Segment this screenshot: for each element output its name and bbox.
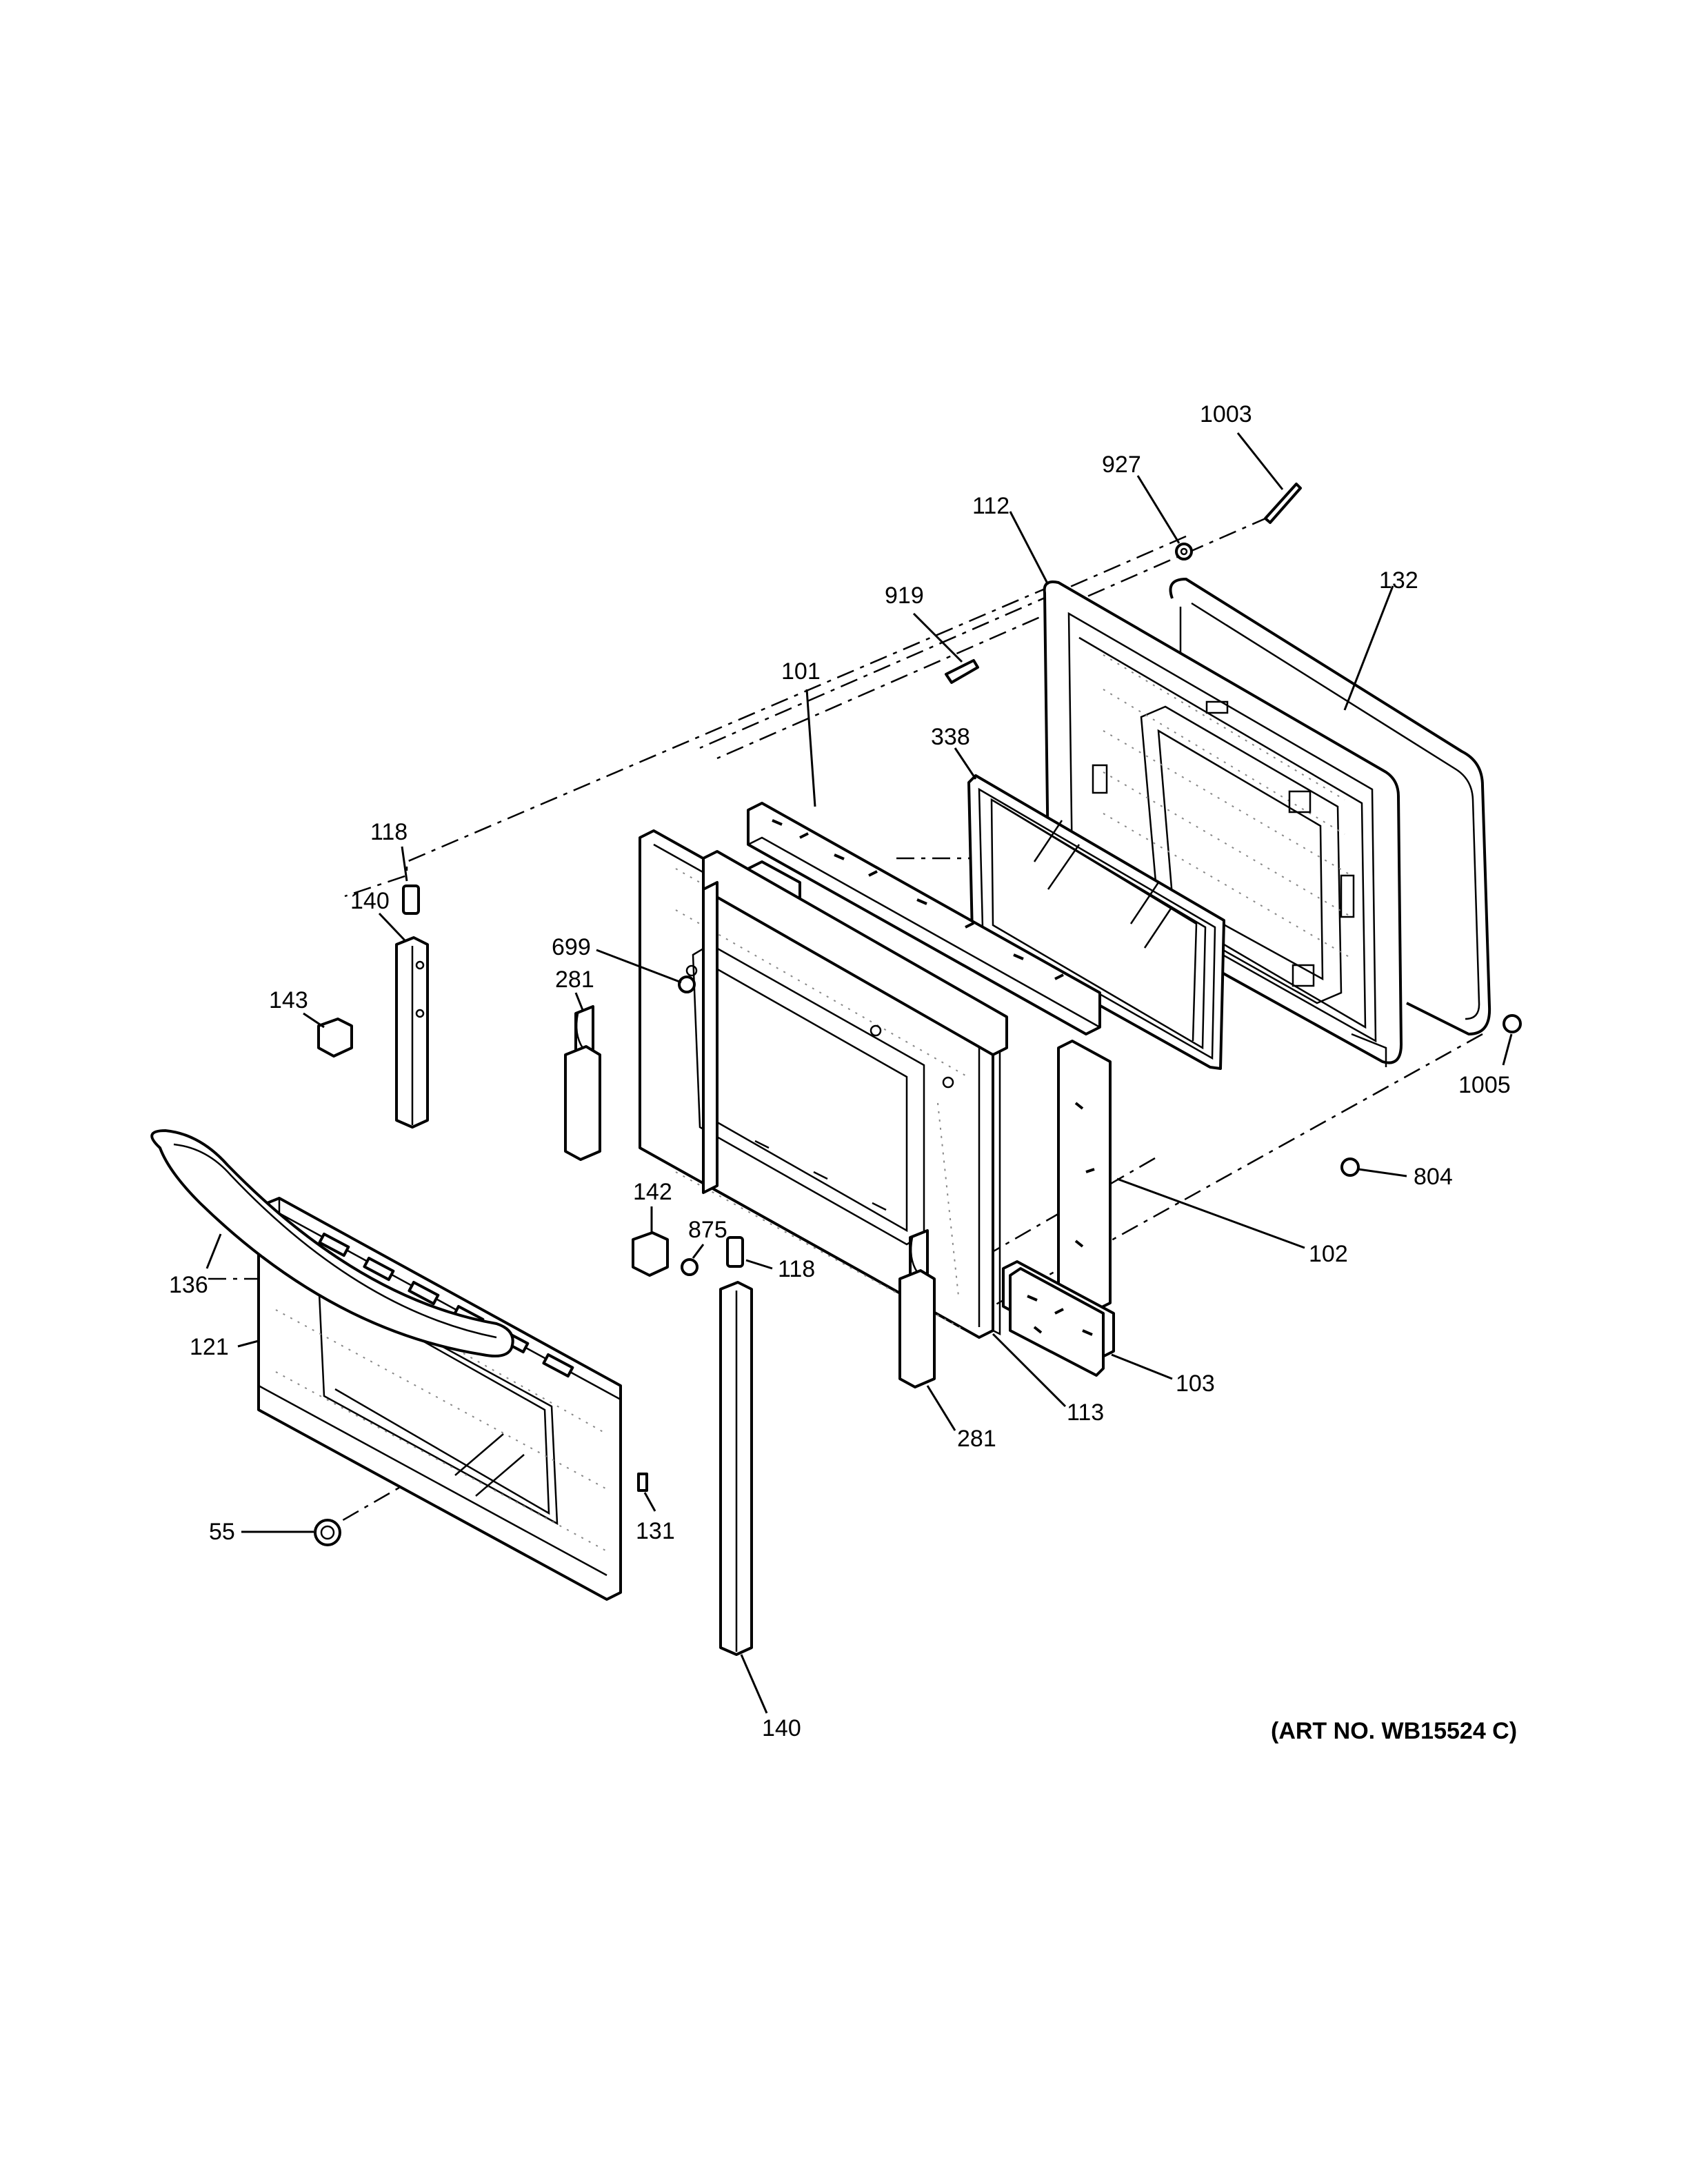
callout-927: 927 — [1102, 452, 1141, 478]
insulation-103 — [1009, 1267, 1105, 1377]
callout-140-bottom: 140 — [762, 1715, 801, 1741]
callout-102: 102 — [1309, 1241, 1348, 1267]
screw-699 — [678, 975, 696, 993]
clip-131 — [637, 1473, 648, 1492]
channel-140-top — [395, 936, 429, 1129]
callout-142: 142 — [633, 1179, 672, 1205]
spacer-118-mid — [726, 1236, 744, 1268]
callout-143: 143 — [269, 987, 308, 1013]
screw-875 — [681, 1258, 699, 1276]
washer-927 — [1175, 543, 1193, 560]
callout-131: 131 — [636, 1518, 675, 1544]
callout-919: 919 — [885, 583, 924, 609]
screw-1003 — [1264, 483, 1302, 524]
callout-121: 121 — [190, 1334, 229, 1360]
bracket-143 — [317, 1018, 353, 1058]
callout-118-mid: 118 — [778, 1256, 815, 1282]
channel-140-bottom — [719, 1281, 753, 1656]
callout-55: 55 — [209, 1519, 235, 1545]
callout-338: 338 — [931, 724, 970, 750]
callout-875: 875 — [688, 1217, 727, 1243]
callout-118-top: 118 — [370, 819, 408, 845]
callout-804: 804 — [1414, 1164, 1453, 1190]
door-handle-136 — [150, 1129, 514, 1357]
badge-55 — [314, 1519, 341, 1546]
bracket-142 — [632, 1231, 669, 1277]
art-number: (ART NO. WB15524 C) — [1271, 1718, 1517, 1744]
callout-112: 112 — [972, 493, 1009, 519]
pin-919 — [945, 659, 979, 684]
hinge-281-left — [564, 1005, 601, 1161]
callout-281-top: 281 — [555, 967, 594, 993]
insulation-102 — [702, 850, 1008, 1194]
callout-113: 113 — [1067, 1399, 1104, 1426]
callout-281-bottom: 281 — [957, 1426, 996, 1452]
callout-103: 103 — [1176, 1371, 1215, 1397]
callout-1005: 1005 — [1458, 1072, 1511, 1098]
callout-136: 136 — [169, 1272, 208, 1298]
callout-132: 132 — [1379, 567, 1418, 594]
leader-lines — [205, 432, 1513, 1714]
hinge-281-right — [898, 1229, 936, 1388]
callout-699: 699 — [552, 934, 591, 960]
callout-labels: 1003 927 112 132 919 101 338 118 140 699… — [169, 401, 1511, 1741]
screw-1005 — [1503, 1014, 1522, 1033]
callout-140-top: 140 — [350, 888, 390, 914]
screw-804 — [1340, 1157, 1360, 1177]
glass-pack-338 — [967, 774, 1225, 1070]
callout-1003: 1003 — [1200, 401, 1252, 427]
callout-101: 101 — [781, 658, 821, 685]
spacer-118-top — [402, 884, 420, 915]
